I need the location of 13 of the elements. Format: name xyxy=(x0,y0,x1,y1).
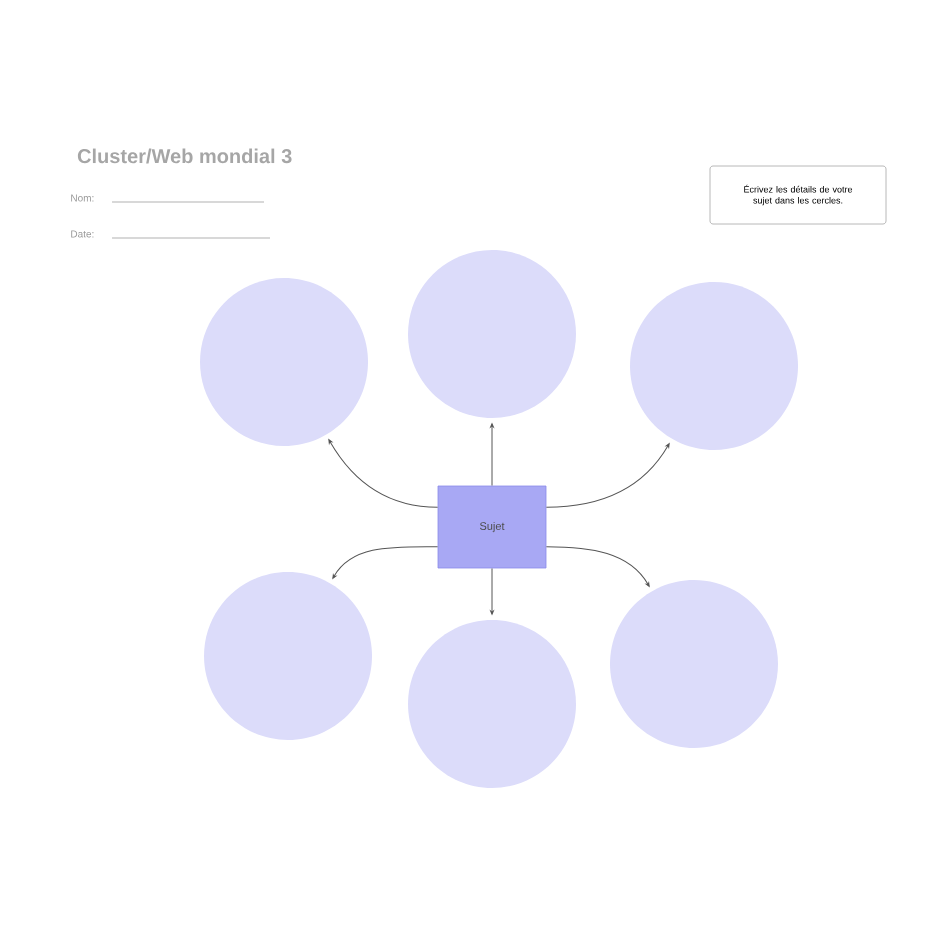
circle-bubble xyxy=(610,580,778,748)
circle-bubble xyxy=(200,278,368,446)
title: Cluster/Web mondial 3 xyxy=(77,148,292,164)
arrow xyxy=(545,546,650,587)
circle-bubble xyxy=(408,250,576,418)
circle-bubble xyxy=(408,620,576,788)
arrow xyxy=(332,546,439,579)
arrow xyxy=(490,423,494,487)
arrow xyxy=(545,443,670,508)
circle-bubble xyxy=(630,282,798,450)
circle-bubble xyxy=(204,572,372,740)
arrow xyxy=(490,567,494,615)
arrow xyxy=(328,439,439,508)
